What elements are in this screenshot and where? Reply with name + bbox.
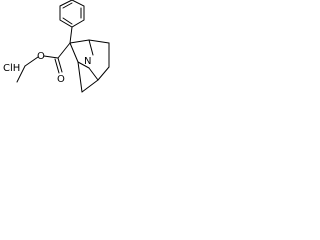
- phenyl-attachment-bond: [69, 26, 73, 44]
- hcl-label: ClH: [3, 63, 20, 74]
- chemical-structure-diagram: ClH O O N: [3, 0, 110, 93]
- nitrogen-label: N: [84, 56, 91, 67]
- phenyl-ring: [59, 0, 85, 28]
- ester-group: [16, 42, 71, 83]
- bicyclic-core: [69, 39, 110, 93]
- carbonyl-oxygen-label: O: [57, 74, 65, 85]
- ester-oxygen-label: O: [37, 51, 45, 62]
